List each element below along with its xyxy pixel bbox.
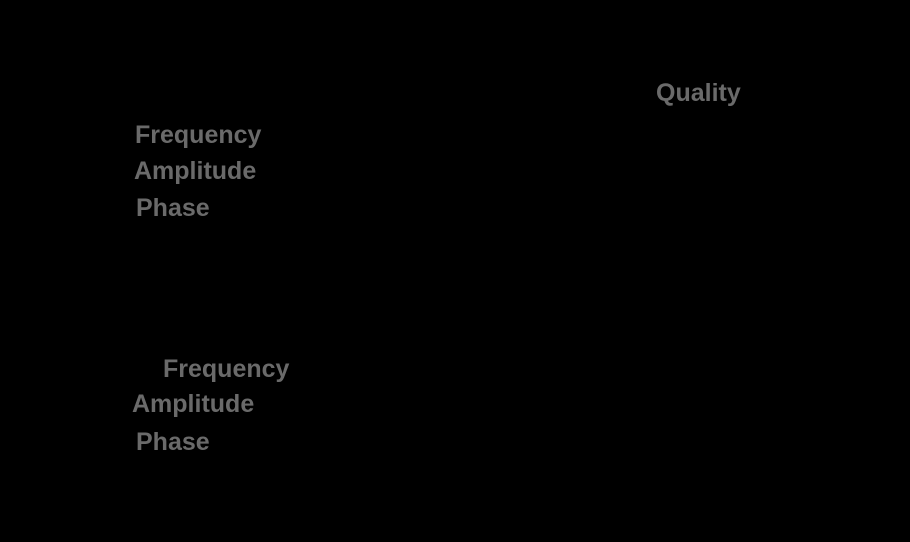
phase-label: Phase [136,428,210,456]
frequency-label: Frequency [163,355,290,383]
amplitude-label: Amplitude [132,390,255,418]
phase-label: Phase [136,194,210,222]
quality-label: Quality [656,79,741,107]
frequency-label: Frequency [135,121,262,149]
amplitude-label: Amplitude [134,157,257,185]
